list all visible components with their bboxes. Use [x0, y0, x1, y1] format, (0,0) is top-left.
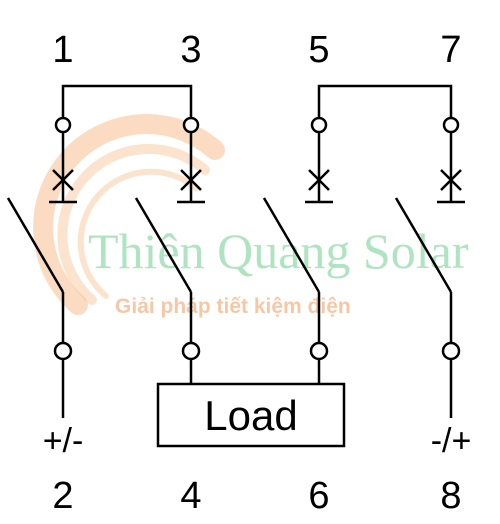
circuit-lines [6, 84, 465, 448]
pole-1-switch-blade [6, 197, 65, 293]
load-box [156, 382, 346, 448]
watermark-logo-arcs [33, 114, 225, 315]
pole-2-contact-x [180, 169, 202, 191]
logo-arc-inner [77, 168, 199, 299]
watermark-title: Thiên Quang Solar [88, 223, 469, 279]
terminal-8-circle [441, 341, 461, 361]
terminal-3-label: 3 [180, 29, 201, 71]
terminal-5-label: 5 [308, 29, 329, 71]
pole-4-contact-x [440, 169, 462, 191]
pole-3-switch-blade [262, 197, 321, 293]
terminal-4-label: 4 [180, 475, 201, 517]
terminal-8-label: 8 [440, 475, 461, 517]
terminal-5-circle [310, 116, 328, 134]
bridge-5-7 [317, 84, 453, 117]
terminal-1-label: 1 [52, 29, 73, 71]
polarity-right-label: -/+ [431, 422, 472, 460]
terminal-2-label: 2 [52, 475, 73, 517]
terminal-7-circle [442, 116, 460, 134]
terminal-1-circle [54, 116, 72, 134]
pole-2-switch-blade [134, 197, 193, 293]
watermark-subtitle: Giải pháp tiết kiệm điện [115, 295, 351, 318]
terminal-2-circle [53, 341, 73, 361]
polarity-left-label: +/- [43, 422, 84, 460]
logo-arc-middle [57, 143, 210, 305]
terminal-6-circle [309, 341, 329, 361]
pole-4-switch-blade [394, 197, 453, 293]
bridge-1-3 [61, 84, 193, 117]
pole-1-contact-x [52, 169, 74, 191]
terminal-4-circle [181, 341, 201, 361]
terminal-7-label: 7 [440, 29, 461, 71]
terminal-6-label: 6 [308, 475, 329, 517]
pole-3-contact-x [308, 169, 330, 191]
load-label: Load [204, 392, 297, 439]
logo-arc-outer [33, 114, 225, 315]
terminal-3-circle [182, 116, 200, 134]
